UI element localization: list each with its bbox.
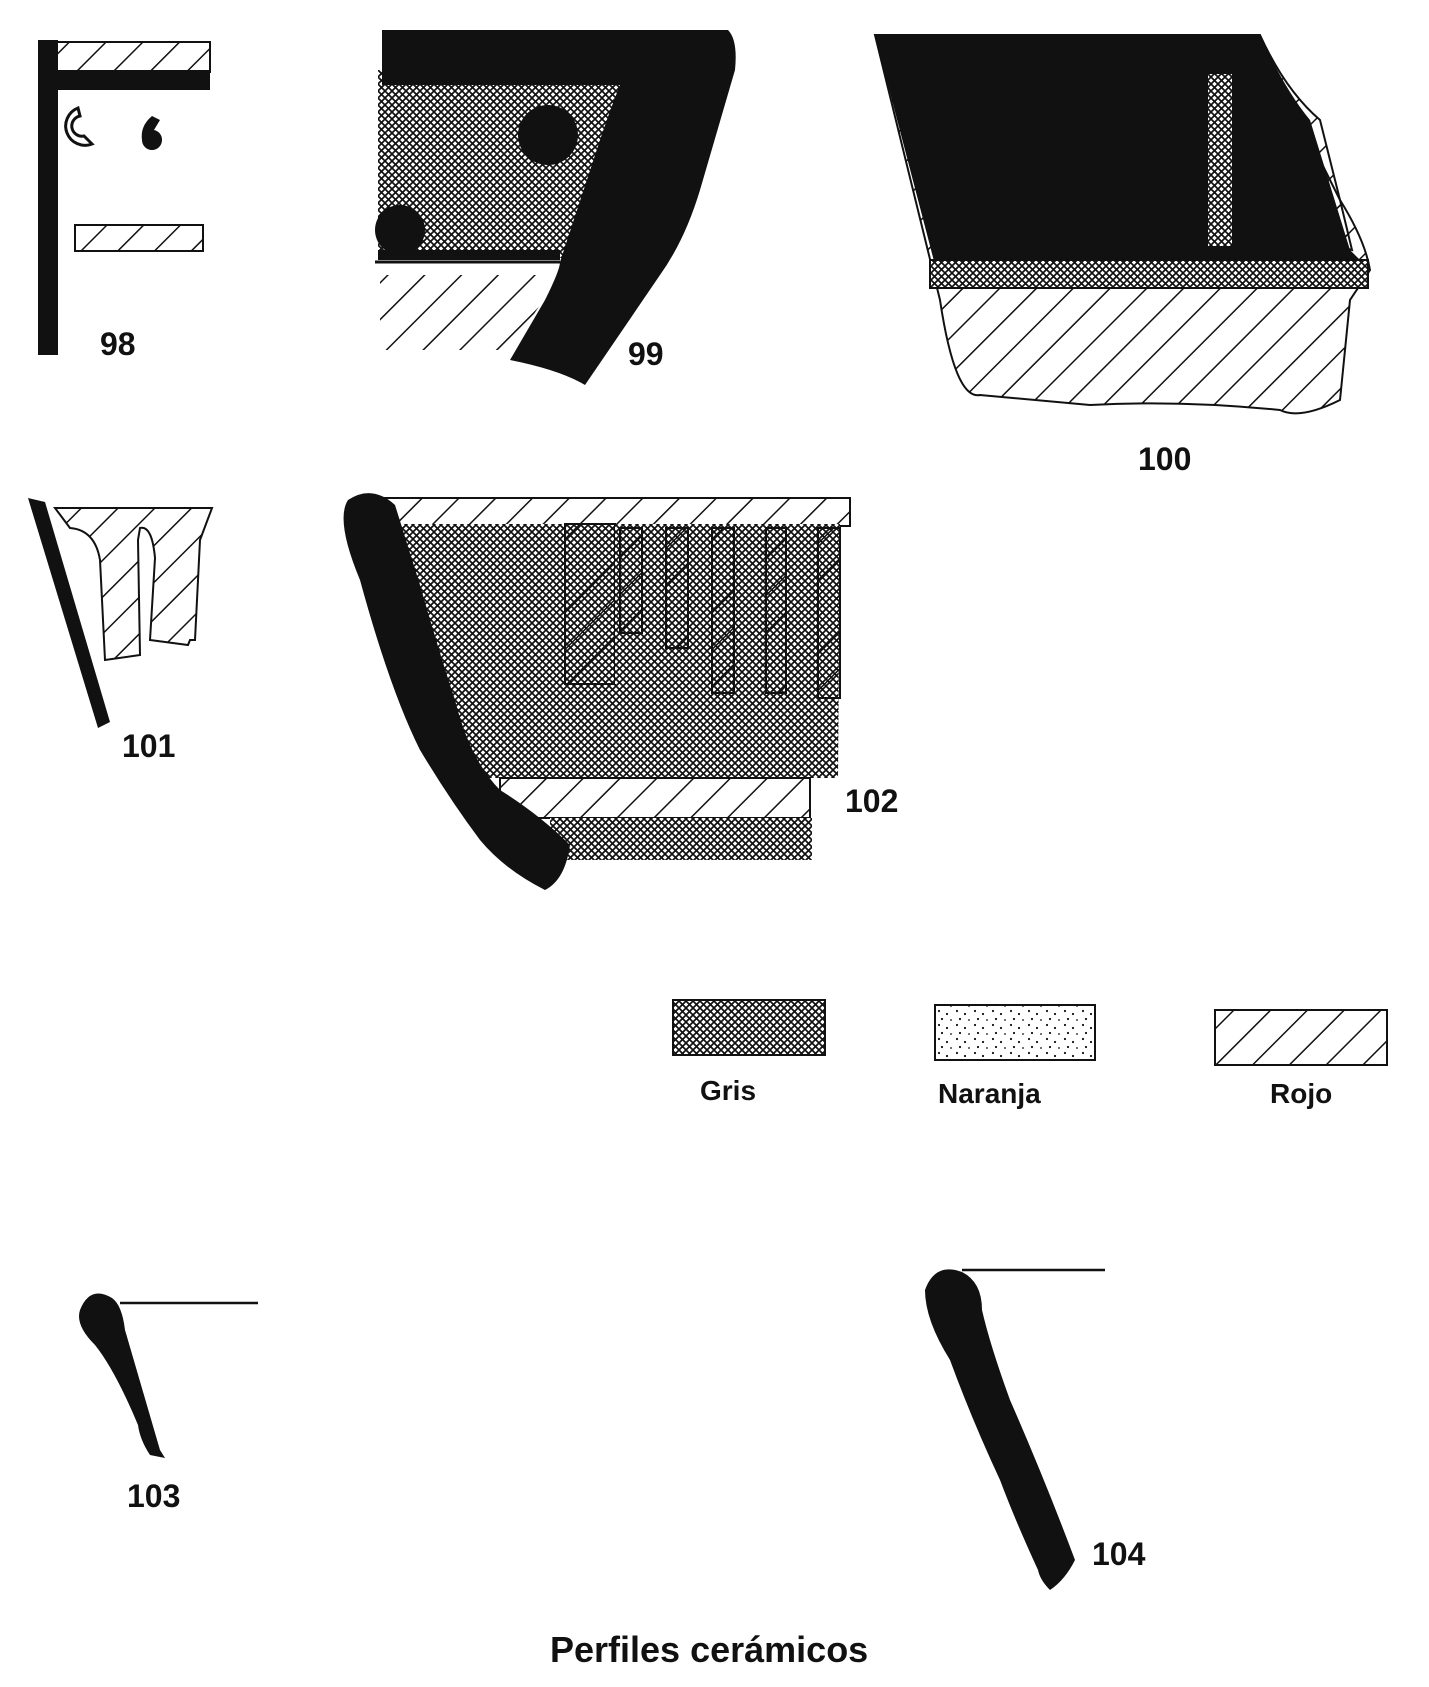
dot-motif — [518, 105, 578, 165]
figure-caption: Perfiles cerámicos — [550, 1629, 868, 1670]
fragment-label: 102 — [845, 783, 898, 819]
fragment-label: 103 — [127, 1478, 180, 1514]
legend-item-rojo: Rojo — [1214, 1009, 1388, 1109]
legend-item-naranja: Naranja — [934, 1004, 1096, 1109]
legend-label-gris: Gris — [700, 1075, 756, 1106]
fragment-98: 98 — [38, 40, 211, 362]
legend: Gris Naranja Rojo — [672, 999, 1388, 1109]
fragment-102: 102 — [343, 493, 898, 890]
spiral-motif-open — [64, 105, 95, 147]
legend-item-gris: Gris — [672, 999, 826, 1106]
fragment-101: 101 — [28, 498, 214, 764]
fragment-label: 99 — [628, 336, 664, 372]
fragment-label: 100 — [1138, 441, 1191, 477]
fragment-label: 104 — [1092, 1536, 1146, 1572]
fragment-104: 104 — [925, 1268, 1146, 1590]
dot-motif — [375, 205, 425, 255]
legend-swatch-gris — [672, 999, 826, 1056]
legend-swatch-naranja — [934, 1004, 1096, 1061]
fragment-label: 98 — [100, 326, 136, 362]
legend-label-naranja: Naranja — [938, 1078, 1041, 1109]
legend-label-rojo: Rojo — [1270, 1078, 1332, 1109]
fragment-100: 100 — [873, 34, 1372, 477]
fragment-103: 103 — [79, 1293, 258, 1514]
fragment-label: 101 — [122, 728, 175, 764]
spiral-motif-solid — [141, 116, 163, 150]
fragment-99: 99 — [375, 30, 736, 385]
legend-swatch-rojo — [1214, 1009, 1388, 1066]
